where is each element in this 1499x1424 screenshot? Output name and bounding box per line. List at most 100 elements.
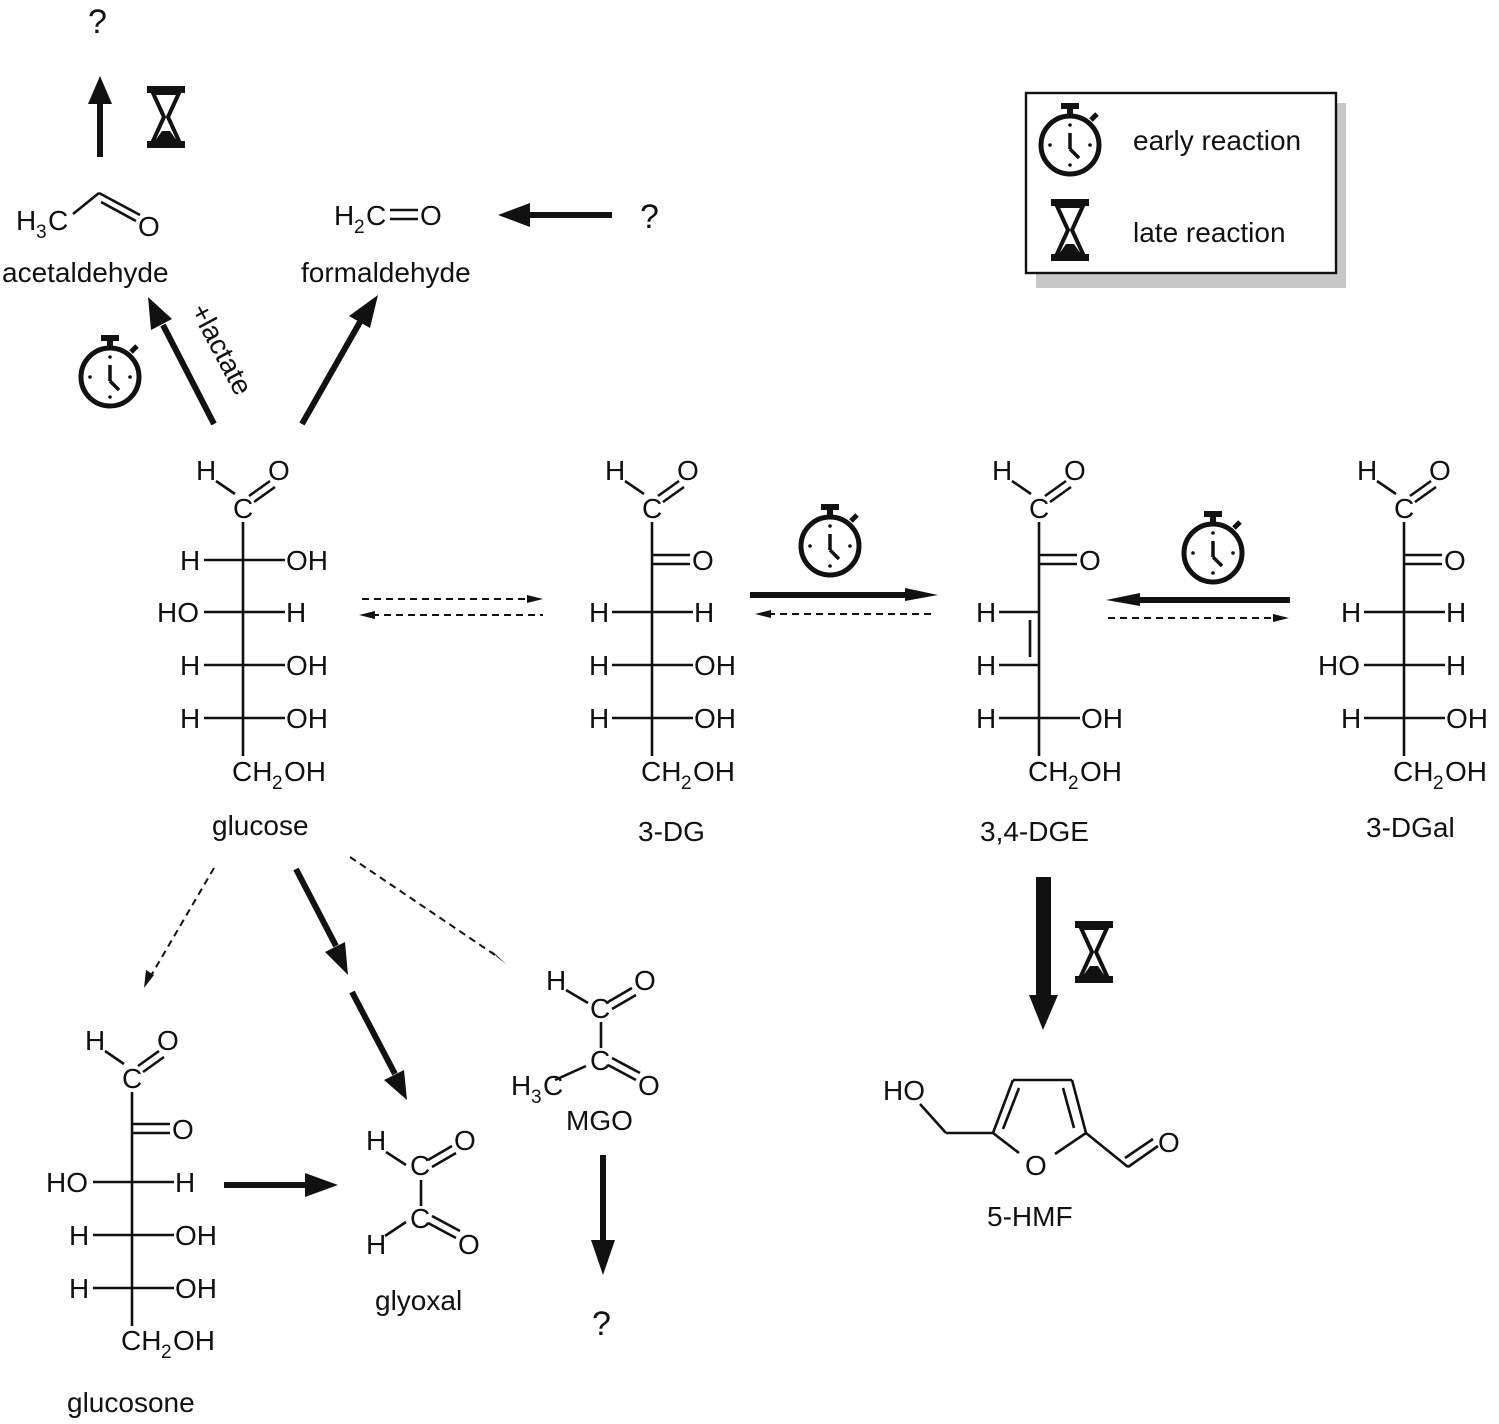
atom-label: OH xyxy=(1080,756,1122,787)
legend-early-label: early reaction xyxy=(1133,125,1301,156)
atom-label: H xyxy=(976,597,996,628)
atom-label: H xyxy=(366,1229,386,1260)
atom-label: OH xyxy=(693,756,735,787)
arrow-glucose-glyoxal-2 xyxy=(349,990,398,1076)
atom-label: OH xyxy=(694,650,736,681)
glucosone-structure: H C O O HO H H OH H OH CH 2 OH glucosone xyxy=(46,1025,217,1418)
acetaldehyde-label: acetaldehyde xyxy=(2,257,169,288)
atom-label: H xyxy=(366,1125,386,1156)
atom-label: CH xyxy=(121,1325,161,1356)
atom-label: O xyxy=(268,455,290,486)
atom-label: O xyxy=(1064,455,1086,486)
34dge-structure: H C O O H H H OH CH 2 OH 3,4-DGE xyxy=(976,455,1123,847)
atom-label: H xyxy=(589,703,609,734)
atom-label: O xyxy=(420,200,442,231)
atom-label: H xyxy=(589,597,609,628)
atom-label: C xyxy=(590,1045,610,1076)
atom-label: H xyxy=(976,703,996,734)
3dgal-structure: H C O O H H HO H H OH CH 2 OH 3-DGal xyxy=(1318,455,1488,843)
legend-late-label: late reaction xyxy=(1133,217,1286,248)
atom-label: O xyxy=(1079,545,1101,576)
subscript: 2 xyxy=(1068,773,1079,794)
atom-label: CH xyxy=(641,756,681,787)
atom-label: C xyxy=(642,493,662,524)
atom-label: O xyxy=(634,965,656,996)
stopwatch-icon xyxy=(81,335,139,406)
atom-label: HO xyxy=(883,1075,925,1106)
atom-label: OH xyxy=(173,1325,215,1356)
mgo-label: MGO xyxy=(566,1105,633,1136)
atom-label: H xyxy=(589,650,609,681)
subscript: 2 xyxy=(681,773,692,794)
atom-label: HO xyxy=(1318,650,1360,681)
hourglass-icon xyxy=(1073,919,1115,985)
atom-label: C xyxy=(122,1063,142,1094)
atom-label: O xyxy=(454,1125,476,1156)
acetaldehyde-structure: H 3 C O acetaldehyde xyxy=(2,191,169,288)
atom-label: C xyxy=(410,1150,430,1181)
atom-label: C xyxy=(543,1070,563,1101)
atom-label: H xyxy=(286,597,306,628)
atom-label: CH xyxy=(232,756,272,787)
atom-label: OH xyxy=(286,545,328,576)
atom-label: H xyxy=(69,1220,89,1251)
atom-label: O xyxy=(172,1114,194,1145)
atom-label: OH xyxy=(175,1220,217,1251)
34dge-label: 3,4-DGE xyxy=(980,816,1089,847)
atom-label: H xyxy=(1341,597,1361,628)
atom-label: O xyxy=(1444,545,1466,576)
arrow-glucose-formaldehyde xyxy=(299,320,363,426)
atom-label: OH xyxy=(1081,703,1123,734)
glyoxal-label: glyoxal xyxy=(375,1285,462,1316)
atom-label: O xyxy=(157,1025,179,1056)
unknown-product-bottom: ? xyxy=(592,1305,611,1343)
atom-label: HO xyxy=(157,597,199,628)
arrow-glucose-acetaldehyde xyxy=(160,323,217,426)
atom-label: C xyxy=(233,493,253,524)
atom-label: C xyxy=(590,993,610,1024)
3dgal-label: 3-DGal xyxy=(1366,812,1455,843)
formaldehyde-label: formaldehyde xyxy=(301,257,471,288)
mgo-structure: H C O C H 3 C O MGO xyxy=(511,965,660,1136)
arrow-glucose-glucosone xyxy=(151,867,215,975)
hourglass-icon xyxy=(145,84,187,150)
atom-label: H xyxy=(175,1167,195,1198)
atom-label: H xyxy=(69,1273,89,1304)
3dg-label: 3-DG xyxy=(638,816,705,847)
atom-label: H xyxy=(1357,455,1377,486)
atom-label: H xyxy=(976,650,996,681)
atom-label: HO xyxy=(46,1167,88,1198)
atom-label: H xyxy=(694,597,714,628)
subscript: 2 xyxy=(161,1342,172,1363)
atom-label: O xyxy=(692,545,714,576)
unknown-product-top: ? xyxy=(88,3,107,41)
atom-label: O xyxy=(1025,1150,1047,1181)
atom-label: H xyxy=(1341,703,1361,734)
glyoxal-structure: H C O C H O glyoxal xyxy=(366,1125,480,1316)
3dg-structure: H C O O H H H OH H OH CH 2 OH 3-DG xyxy=(589,455,736,847)
atom-label: H xyxy=(196,455,216,486)
atom-label: O xyxy=(677,455,699,486)
atom-label: CH xyxy=(1393,756,1433,787)
5hmf-structure: HO O O 5-HMF xyxy=(883,1075,1180,1232)
subscript: 2 xyxy=(354,217,365,238)
atom-label: OH xyxy=(1446,703,1488,734)
atom-label: OH xyxy=(694,703,736,734)
unknown-precursor: ? xyxy=(640,198,659,236)
atom-label: H xyxy=(180,650,200,681)
atom-label: C xyxy=(1029,493,1049,524)
glucosone-label: glucosone xyxy=(67,1387,195,1418)
atom-label: O xyxy=(1429,455,1451,486)
atom-label: OH xyxy=(175,1273,217,1304)
atom-label: H xyxy=(511,1070,531,1101)
atom-label: H xyxy=(85,1025,105,1056)
atom-label: O xyxy=(138,211,160,242)
subscript: 2 xyxy=(272,773,283,794)
atom-label: OH xyxy=(1445,756,1487,787)
subscript: 3 xyxy=(36,222,47,243)
atom-label: H xyxy=(334,200,354,231)
atom-label: H xyxy=(16,205,36,236)
atom-label: C xyxy=(410,1203,430,1234)
legend: early reaction late reaction xyxy=(1024,91,1346,288)
